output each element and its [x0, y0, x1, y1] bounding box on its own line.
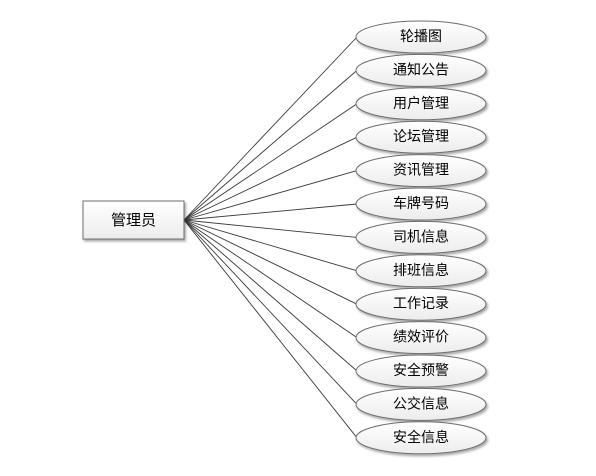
- child-node-ellipse: [355, 87, 487, 121]
- child-node: 轮播图: [355, 20, 487, 54]
- child-node-ellipse: [355, 287, 487, 321]
- connector-line: [183, 219, 358, 405]
- child-node: 通知公告: [355, 53, 487, 87]
- connector-line: [183, 170, 358, 221]
- child-node-ellipse: [355, 220, 487, 254]
- child-node-label: 安全预警: [393, 362, 449, 379]
- child-node-ellipse: [355, 187, 487, 221]
- connector-line: [183, 103, 358, 221]
- child-node-label: 安全信息: [393, 429, 449, 446]
- child-node-label: 通知公告: [393, 61, 449, 78]
- child-node-label: 绩效评价: [393, 330, 449, 346]
- root-node: 管理员: [82, 200, 185, 240]
- connector-line: [183, 36, 358, 221]
- root-node-box: [82, 200, 185, 240]
- child-node: 公交信息: [355, 387, 487, 421]
- child-node: 车牌号码: [355, 187, 487, 221]
- child-node-ellipse: [355, 20, 487, 54]
- child-node: 绩效评价: [355, 321, 487, 355]
- child-node: 用户管理: [355, 87, 487, 121]
- child-node-label: 论坛管理: [393, 129, 449, 145]
- child-node: 工作记录: [355, 287, 487, 321]
- connector-line: [183, 219, 358, 305]
- connector-line: [183, 219, 358, 338]
- child-node-label: 司机信息: [393, 228, 449, 245]
- child-node: 安全预警: [355, 354, 487, 388]
- connector-line: [183, 219, 358, 439]
- connector-line: [183, 70, 358, 221]
- child-node-ellipse: [355, 354, 487, 388]
- child-node: 司机信息: [355, 220, 487, 254]
- child-node: 论坛管理: [355, 120, 487, 154]
- child-node-label: 轮播图: [400, 29, 442, 45]
- connector-line: [183, 136, 358, 221]
- connector-lines: [183, 36, 358, 439]
- child-node-label: 资讯管理: [393, 163, 449, 179]
- root-node-label: 管理员: [111, 211, 156, 229]
- child-node: 安全信息: [355, 421, 487, 455]
- child-node-ellipse: [355, 120, 487, 154]
- child-nodes: 轮播图通知公告用户管理论坛管理资讯管理车牌号码司机信息排班信息工作记录绩效评价安…: [355, 20, 487, 455]
- child-node-ellipse: [355, 421, 487, 455]
- child-node: 资讯管理: [355, 154, 487, 188]
- child-node-label: 车牌号码: [393, 195, 449, 212]
- connector-line: [183, 203, 358, 221]
- child-node: 排班信息: [355, 254, 487, 288]
- connector-line: [183, 219, 358, 272]
- child-node-label: 工作记录: [393, 296, 449, 312]
- child-node-ellipse: [355, 154, 487, 188]
- child-node-label: 用户管理: [393, 95, 449, 112]
- child-node-label: 公交信息: [393, 395, 449, 412]
- child-node-label: 排班信息: [393, 262, 449, 279]
- connector-line: [183, 219, 358, 238]
- child-node-ellipse: [355, 254, 487, 288]
- child-node-ellipse: [355, 321, 487, 355]
- connector-line: [183, 219, 358, 372]
- child-node-ellipse: [355, 53, 487, 87]
- child-node-ellipse: [355, 387, 487, 421]
